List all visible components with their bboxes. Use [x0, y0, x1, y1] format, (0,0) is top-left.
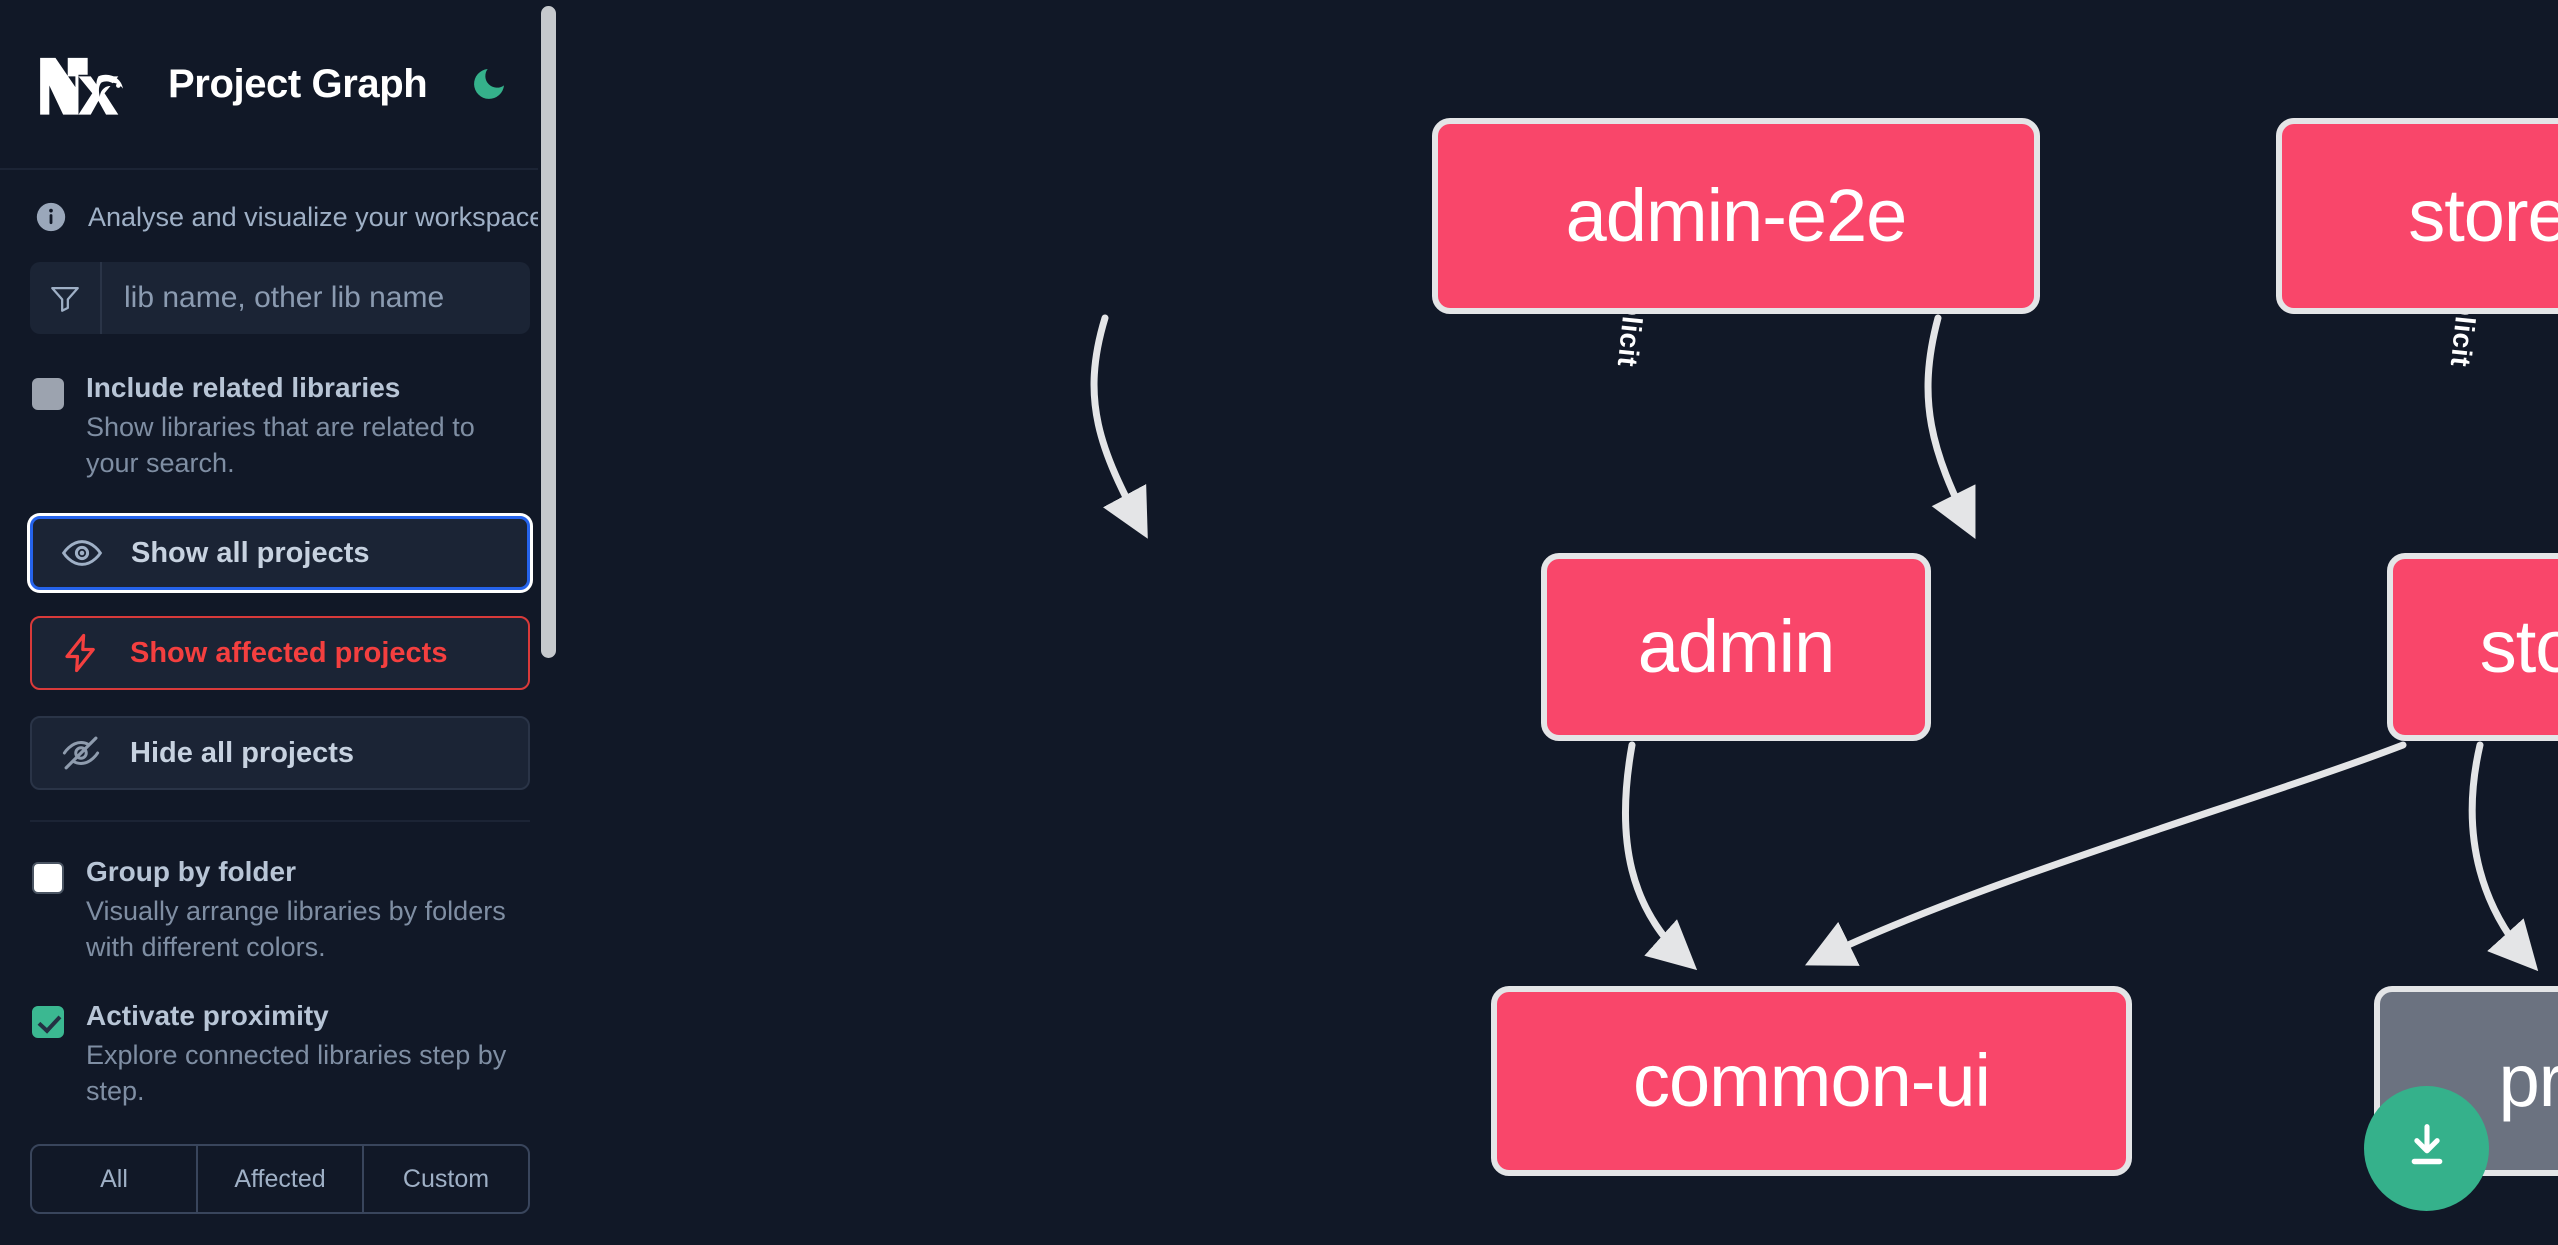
node-label: store-e2e: [2408, 174, 2558, 257]
checkbox-description: Visually arrange libraries by folders wi…: [86, 896, 506, 963]
segment-all[interactable]: All: [32, 1146, 198, 1212]
checkbox-label: Group by folder: [86, 856, 296, 887]
checkbox-description: Show libraries that are related to your …: [86, 412, 475, 479]
sidebar-scrollbar-thumb[interactable]: [541, 6, 556, 658]
proximity-segmented-control[interactable]: All Affected Custom: [30, 1144, 530, 1214]
node-label: products: [2498, 1039, 2558, 1122]
projects-button-group: Show all projects Show affected projects: [30, 516, 530, 790]
checkbox-activate-proximity[interactable]: Activate proximity Explore connected lib…: [30, 1000, 530, 1110]
node-label: common-ui: [1633, 1039, 1991, 1122]
show-affected-projects-button[interactable]: Show affected projects: [30, 616, 530, 690]
nx-logo-icon: [34, 52, 126, 116]
include-related-libraries-checkbox[interactable]: [32, 378, 64, 410]
filter-bar: [30, 262, 530, 334]
graph-node-store-e2e[interactable]: store-e2e: [2276, 118, 2558, 314]
edge-admin-e2e-admin: [1090, 314, 1148, 539]
sidebar-header: Project Graph: [0, 0, 560, 170]
graph-node-store[interactable]: store: [2387, 553, 2558, 741]
info-circle-icon: [34, 200, 68, 234]
button-label: Show all projects: [131, 536, 370, 569]
download-icon: [2398, 1117, 2456, 1180]
graph-edges: [1090, 314, 2539, 972]
eye-slash-icon: [60, 732, 102, 774]
checkbox-label: Include related libraries: [86, 372, 401, 403]
graph-node-admin-e2e[interactable]: admin-e2e: [1432, 118, 2040, 314]
node-label: store: [2479, 605, 2558, 688]
button-label: Hide all projects: [130, 736, 355, 769]
sidebar-body: Include related libraries Show libraries…: [0, 262, 560, 1214]
node-label: admin-e2e: [1565, 174, 1908, 257]
node-label: admin: [1637, 605, 1836, 688]
moon-icon[interactable]: [465, 60, 513, 108]
checkbox-label: Activate proximity: [86, 1000, 329, 1031]
download-graph-button[interactable]: [2364, 1086, 2489, 1211]
hide-all-projects-button[interactable]: Hide all projects: [30, 716, 530, 790]
edge-store-common-ui: [1804, 741, 2407, 966]
funnel-icon[interactable]: [30, 262, 102, 334]
checkbox-include-related-libraries[interactable]: Include related libraries Show libraries…: [30, 372, 530, 482]
button-label: Show affected projects: [130, 636, 448, 669]
eye-icon: [61, 532, 103, 574]
sidebar-divider: [30, 820, 530, 822]
activate-proximity-checkbox[interactable]: [32, 1006, 64, 1038]
checkbox-group-by-folder[interactable]: Group by folder Visually arrange librari…: [30, 856, 530, 966]
sidebar: Project Graph Analyse and visualize your…: [0, 0, 560, 1245]
segment-custom[interactable]: Custom: [402, 1164, 490, 1193]
edge-store-products: [2468, 741, 2539, 972]
graph-canvas[interactable]: implicit implicit admin-e2e store-e2e ad…: [560, 0, 2558, 1245]
lightning-bolt-icon: [60, 632, 102, 674]
checkbox-description: Explore connected libraries step by step…: [86, 1040, 507, 1107]
edge-admin-common-ui: [1621, 741, 1698, 971]
graph-node-admin[interactable]: admin: [1541, 553, 1931, 741]
sidebar-note-text: Analyse and visualize your workspace.: [88, 201, 552, 232]
sidebar-scrollbar-track[interactable]: [538, 0, 560, 1245]
edge-store-e2e-store: [1924, 314, 1976, 539]
sidebar-note: Analyse and visualize your workspace.: [0, 170, 560, 262]
show-all-projects-button[interactable]: Show all projects: [30, 516, 530, 590]
segment-affected[interactable]: Affected: [198, 1146, 364, 1212]
page-title: Project Graph: [168, 61, 428, 106]
search-input[interactable]: [102, 262, 530, 334]
graph-node-common-ui[interactable]: common-ui: [1491, 986, 2132, 1176]
group-by-folder-checkbox[interactable]: [32, 862, 64, 894]
